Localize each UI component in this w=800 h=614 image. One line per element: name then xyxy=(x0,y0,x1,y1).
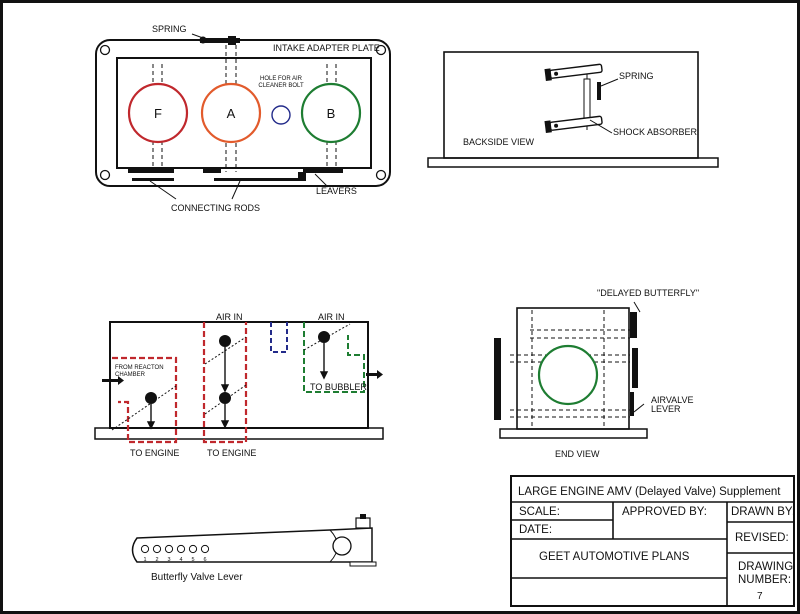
lever-hole xyxy=(164,544,174,554)
lever-hole-number: 6 xyxy=(203,557,206,563)
connecting-rods-label: CONNECTING RODS xyxy=(171,203,260,213)
drawing-number-value: 7 xyxy=(757,591,763,602)
title-block: LARGE ENGINE AMV (Delayed Valve) Supplem… xyxy=(510,475,795,607)
approved-by-label: APPROVED BY: xyxy=(622,506,707,518)
butterfly-pivot xyxy=(318,331,330,343)
lever-hole xyxy=(176,544,186,554)
valve-a-letter: A xyxy=(227,106,236,121)
drawing-number-label-line1: DRAWING xyxy=(738,561,793,573)
valve-f-circle xyxy=(127,82,189,144)
hole-label-line2: CLEANER BOLT xyxy=(258,83,304,89)
backside-view: SPRING SHOCK ABSORBER BACKSIDE VIEW xyxy=(427,51,719,168)
end-view-title: END VIEW xyxy=(555,449,600,459)
to-engine-label-1: TO ENGINE xyxy=(130,448,179,458)
scale-label: SCALE: xyxy=(519,506,560,518)
date-label: DATE: xyxy=(519,524,552,536)
lever-hole-number: 3 xyxy=(167,557,170,563)
lever-hole-number: 5 xyxy=(191,557,194,563)
to-bubbler-label: TO BUBBLER xyxy=(310,382,367,392)
mount-hole xyxy=(99,169,111,181)
lever-hole-number: 1 xyxy=(143,557,146,563)
lever-hole xyxy=(200,544,210,554)
butterfly-valve-lever-view: 1 2 3 4 5 6 Butterfly Valve Lever xyxy=(131,514,377,583)
from-reaction-chamber-line2: CHAMBER xyxy=(115,372,146,378)
valve-a-circle xyxy=(200,82,262,144)
air-in-label-1: AIR IN xyxy=(216,312,243,322)
butterfly-pivot xyxy=(145,392,157,404)
revised-label: REVISED: xyxy=(735,532,789,544)
air-cleaner-bolt-hole xyxy=(271,105,291,125)
butterfly-pivot xyxy=(219,335,231,347)
butterfly-pivot xyxy=(219,392,231,404)
lever-hole-number: 4 xyxy=(179,557,182,563)
valve-b-letter: B xyxy=(327,106,336,121)
levers-label: LEAVERS xyxy=(316,186,357,196)
delayed-butterfly-label: "DELAYED BUTTERFLY" xyxy=(597,288,699,298)
airvalve-lever-line1: AIRVALVE xyxy=(651,395,694,405)
plate-label: INTAKE ADAPTER PLATE xyxy=(273,43,380,53)
air-in-label-2: AIR IN xyxy=(318,312,345,322)
drawn-by-label: DRAWN BY: xyxy=(731,506,795,518)
end-view-valve-circle xyxy=(537,344,599,406)
from-reaction-chamber-line1: FROM REACTON xyxy=(115,365,164,371)
lever-hole-number: 2 xyxy=(155,557,158,563)
lever-hole xyxy=(152,544,162,554)
mount-hole xyxy=(99,44,111,56)
lever-hole xyxy=(140,544,150,554)
valve-f-letter: F xyxy=(154,106,162,121)
spring-part xyxy=(200,38,240,43)
lever-caption: Butterfly Valve Lever xyxy=(151,572,243,583)
company-name: GEET AUTOMOTIVE PLANS xyxy=(539,551,690,563)
shock-absorber-body xyxy=(583,78,591,120)
spring-label: SPRING xyxy=(152,24,187,34)
to-engine-label-2: TO ENGINE xyxy=(207,448,256,458)
valve-b-circle xyxy=(300,82,362,144)
shock-absorber-label: SHOCK ABSORBER xyxy=(613,127,698,137)
mount-hole xyxy=(375,169,387,181)
title-block-title: LARGE ENGINE AMV (Delayed Valve) Supplem… xyxy=(518,486,781,498)
mount-hole xyxy=(375,44,387,56)
end-view: "DELAYED BUTTERFLY" AIRVALVE LEVER END V… xyxy=(494,288,699,459)
intake-adapter-plate-view: F A B HOLE FOR AIR CLEANER BOLT SPRING I… xyxy=(95,24,391,213)
backside-spring-label: SPRING xyxy=(619,71,654,81)
airvalve-lever-line2: LEVER xyxy=(651,404,681,414)
drawing-number-label-line2: NUMBER: xyxy=(738,574,791,586)
backside-view-title: BACKSIDE VIEW xyxy=(463,137,535,147)
lever-hole xyxy=(188,544,198,554)
air-flow-section-view: AIR IN AIR IN FROM REACTON CHAMBER TO BU… xyxy=(94,312,384,458)
hole-label-line1: HOLE FOR AIR xyxy=(260,76,303,82)
spring-part xyxy=(597,82,601,100)
